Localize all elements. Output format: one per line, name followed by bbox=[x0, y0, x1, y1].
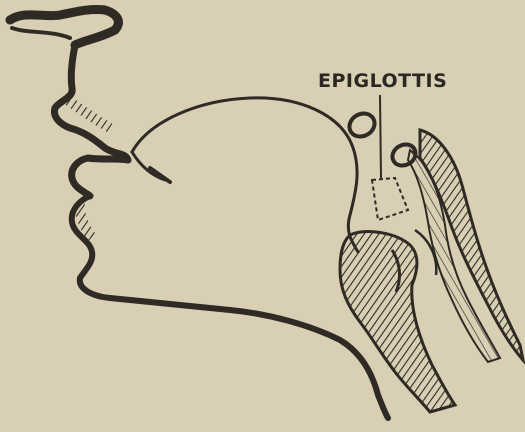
epiglottis-label: EPIGLOTTIS bbox=[318, 70, 447, 92]
epiglottis-pointer-line bbox=[380, 95, 381, 178]
